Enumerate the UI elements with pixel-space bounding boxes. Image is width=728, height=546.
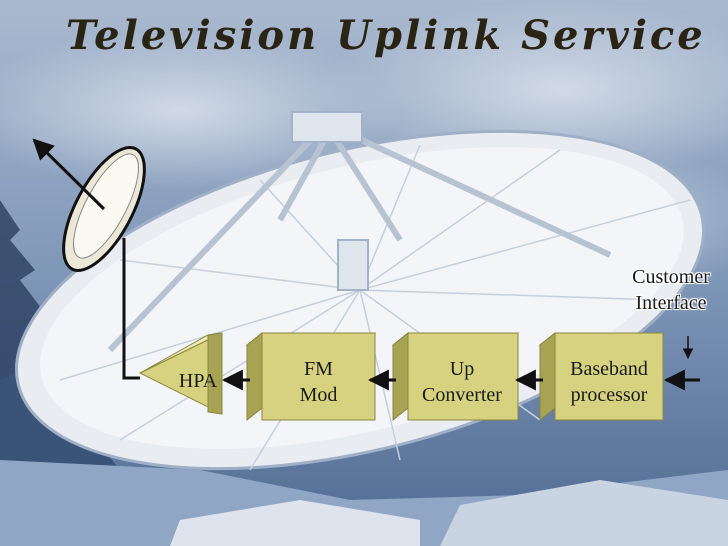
hpa-block [138, 332, 223, 415]
hpa-label: HPA [168, 368, 228, 394]
fm-mod-label: FM Mod [262, 356, 375, 408]
baseband-label: Baseband processor [553, 356, 665, 408]
baseband-label-line-1: Baseband [570, 358, 648, 380]
fm-mod-label-line-1: FM [304, 358, 333, 380]
up-converter-label-line-1: Up [449, 358, 475, 380]
fm-mod-label-line-2: Mod [299, 384, 338, 406]
fm-mod-block [245, 331, 377, 422]
customer-interface-label: Customer Interface [616, 264, 726, 316]
baseband-block [538, 331, 665, 422]
hpa-label-line-1: HPA [178, 370, 218, 392]
slide-title: Television Uplink Service [66, 12, 706, 59]
feed-line [122, 238, 140, 380]
baseband-label-line-2: processor [570, 384, 648, 406]
beam-arrow [32, 138, 106, 211]
customer-interface-line-2: Interface [635, 292, 707, 314]
up-converter-block [391, 331, 520, 422]
customer-interface-line-1: Customer [632, 266, 710, 288]
up-converter-label: Up Converter [404, 356, 520, 408]
up-converter-label-line-2: Converter [422, 384, 502, 406]
